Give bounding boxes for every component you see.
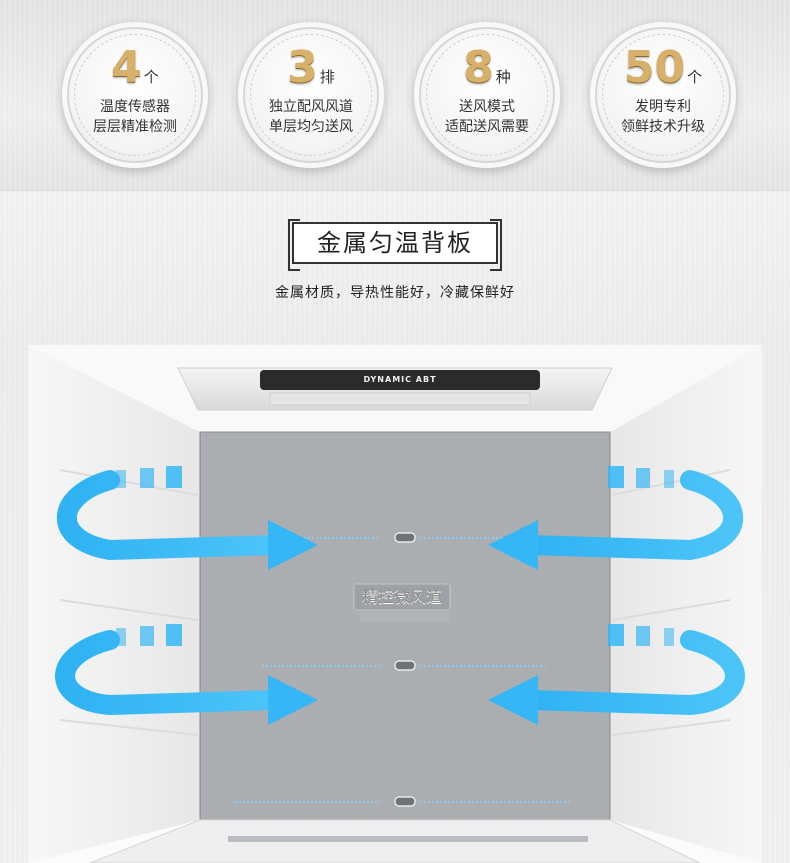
arrow-head-upper-right — [488, 520, 538, 570]
airflow-tail-marks — [116, 466, 674, 646]
section-subtitle: 金属材质，导热性能好，冷藏保鲜好 — [275, 285, 515, 301]
vent-row-bottom — [235, 796, 570, 807]
feature-unit: 排 — [319, 68, 335, 86]
feature-line-2: 单层均匀送风 — [269, 119, 353, 135]
feature-line-1: 独立配风风道 — [269, 99, 353, 115]
section-title: 金属匀温背板 — [288, 219, 502, 271]
airflow-upper-right — [520, 470, 744, 561]
abt-label: DYNAMIC ABT — [363, 375, 437, 384]
vent-row-middle — [262, 660, 545, 671]
feature-number: 8 — [463, 42, 494, 93]
airflow-upper-left — [56, 470, 285, 561]
abt-display-bar — [260, 370, 540, 390]
arrow-head-lower-left — [268, 675, 318, 725]
airflow-lower-left — [55, 630, 285, 716]
airflow-lower-right — [520, 630, 745, 716]
panel-label-plaque — [353, 583, 451, 611]
arrow-head-upper-left — [268, 520, 318, 570]
metal-back-panel — [200, 432, 610, 832]
feature-line-2: 层层精准检测 — [93, 119, 177, 135]
panel-label: 精控微风道 — [361, 587, 442, 606]
feature-unit: 个 — [143, 68, 159, 86]
feature-line-1: 温度传感器 — [100, 99, 170, 115]
feature-line-1: 送风模式 — [459, 99, 515, 115]
feature-line-1: 发明专利 — [635, 99, 691, 115]
feature-unit: 种 — [495, 68, 511, 86]
feature-unit: 个 — [687, 68, 703, 86]
feature-line-2: 适配送风需要 — [445, 119, 529, 135]
right-wall — [610, 345, 762, 863]
feature-number: 3 — [287, 42, 318, 93]
feature-number: 50 — [623, 42, 686, 93]
arrow-head-lower-right — [488, 675, 538, 725]
feature-line-2: 领鲜技术升级 — [621, 119, 705, 135]
left-wall — [28, 345, 200, 863]
feature-number: 4 — [111, 42, 142, 93]
shelf-rails — [59, 469, 731, 736]
